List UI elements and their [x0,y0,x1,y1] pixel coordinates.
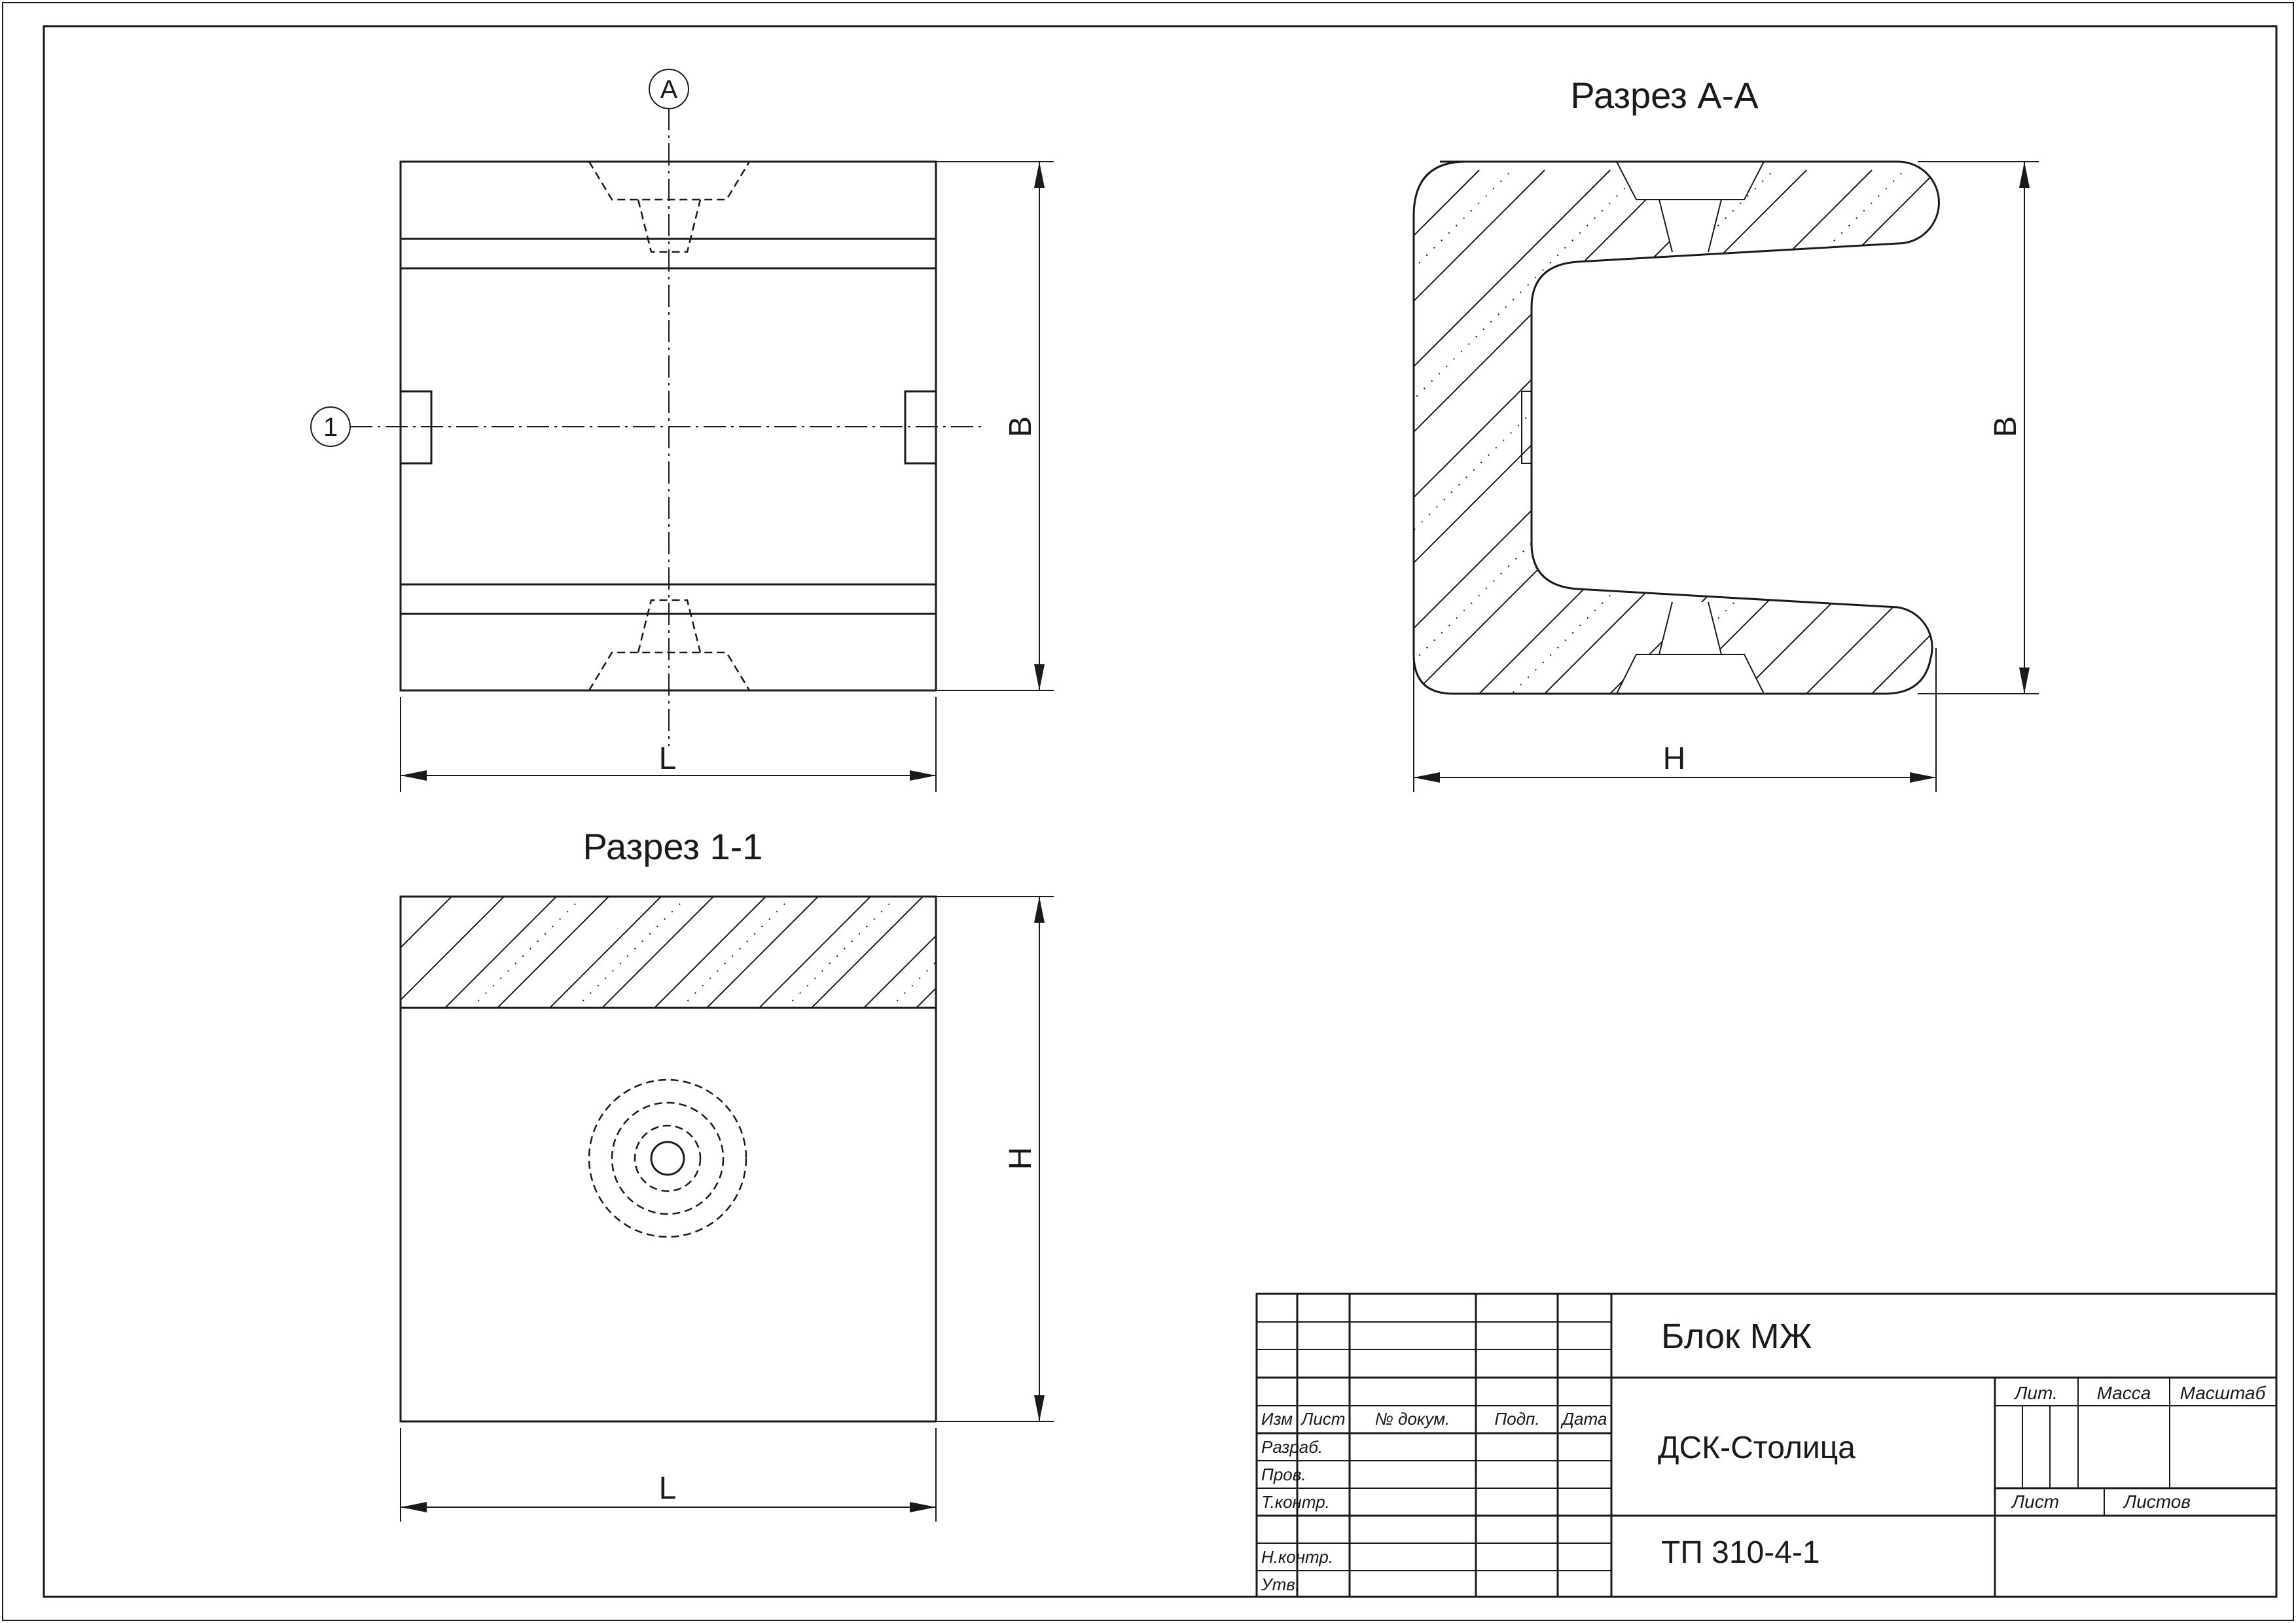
hidden-circle-inner [634,1124,702,1192]
top-view: A 1 B L [310,69,1054,792]
section-aa: Разрез А-А [1412,75,2039,792]
section-aa-outline [1412,160,1940,695]
aa-dim-h-label: H [1663,741,1686,776]
col-label-date: Дата [1560,1409,1607,1429]
mass-label: Масса [2097,1383,2151,1403]
scale-label: Масштаб [2180,1383,2267,1403]
company-name: ДСК-Столица [1658,1431,1856,1465]
s11-dim-h-label: H [1003,1147,1038,1170]
section-marker-1-circle [310,406,351,447]
title-block: Изм Лист № докум. Подп. Дата Разраб. Про… [1255,1293,2278,1598]
dim-l-label: L [659,741,677,776]
socket-top-outline [1616,161,1765,253]
row-label-nkontr: Н.контр. [1261,1547,1333,1567]
socket-bottom [1617,602,1764,694]
row-label-utv: Утв. [1261,1575,1300,1594]
col-label-list: Лист [1300,1409,1346,1429]
section-marker-a: A [660,75,678,104]
aa-dim-b-label: B [1988,416,2023,437]
section-aa-hatching [1414,169,1939,694]
document-code: ТП 310-4-1 [1661,1535,1820,1570]
section-11-outline [399,895,937,1423]
row-label-tkontr: Т.контр. [1261,1492,1330,1512]
section-marker-a-circle [649,69,689,109]
dim-b-label: B [1003,416,1038,437]
s11-dim-l-label: L [659,1471,677,1506]
inner-lug [1521,391,1532,464]
section-aa-title: Разрез А-А [1570,75,1759,116]
col-label-sign: Подп. [1494,1409,1539,1429]
section-11: Разрез 1-1 [399,826,1054,1522]
section-11-title: Разрез 1-1 [583,826,763,867]
drawing-frame [43,25,2278,1598]
hidden-circle-middle [611,1101,725,1215]
section-11-hatching [401,897,936,1008]
hidden-circle-outer [588,1079,747,1238]
col-label-doc: № докум. [1375,1409,1450,1429]
socket-top [1617,162,1764,252]
lit-label: Лит. [2013,1383,2058,1403]
product-name: Блок МЖ [1661,1317,1812,1356]
section-marker-1: 1 [323,413,338,442]
row-label-razrab: Разраб. [1261,1437,1323,1457]
row-label-prov: Пров. [1261,1465,1306,1484]
sheets-label: Листов [2123,1491,2191,1512]
col-label-izm: Изм [1261,1409,1293,1429]
hole [650,1141,685,1176]
socket-bottom-outline [1616,601,1765,694]
sheet-label: Лист [2011,1491,2059,1512]
